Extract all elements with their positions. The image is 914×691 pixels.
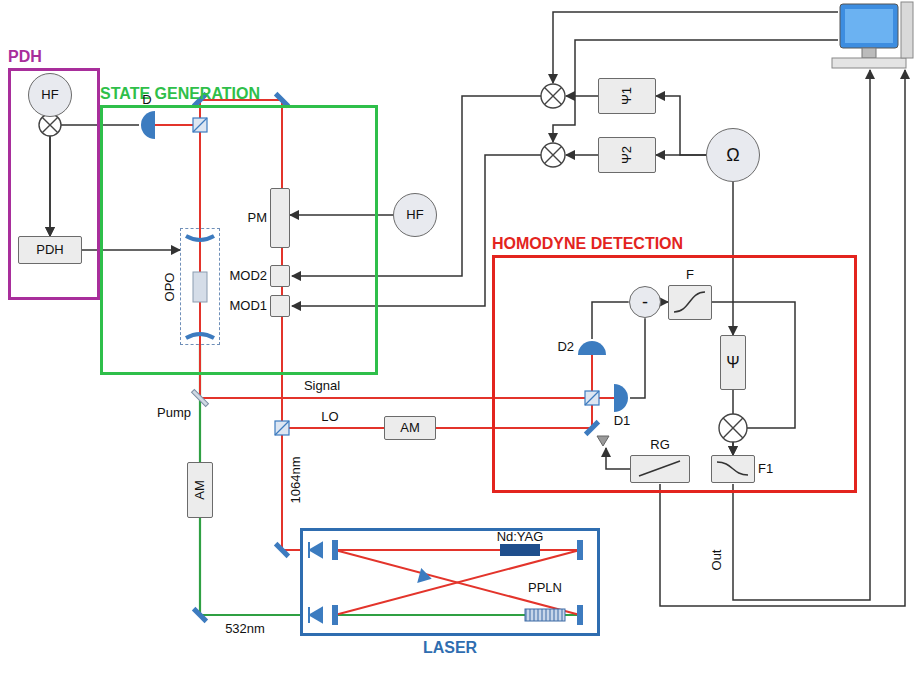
node-label: MOD2 bbox=[229, 269, 267, 284]
signal-wire bbox=[592, 302, 629, 339]
node-label: Ψ2 bbox=[620, 146, 635, 164]
group-heading: LASER bbox=[423, 639, 477, 657]
signal-wire bbox=[50, 125, 139, 236]
group-region: HOMODYNE DETECTIOND2D1-FΨRGF1 bbox=[492, 255, 857, 493]
dichroic-mirror bbox=[192, 390, 209, 407]
shape-outline bbox=[139, 111, 155, 139]
mirror bbox=[192, 92, 600, 625]
signal-wire bbox=[656, 154, 706, 156]
phase-shifter-box: Ψ2 bbox=[598, 137, 656, 173]
computer bbox=[832, 2, 913, 68]
group-heading: STATE GENERATION bbox=[100, 85, 260, 103]
node-label: F bbox=[686, 268, 694, 283]
modulator-box: PM bbox=[270, 188, 290, 248]
node-label: F1 bbox=[758, 462, 773, 477]
shape-outline bbox=[712, 456, 753, 481]
oscillator-circle: Ω bbox=[706, 128, 760, 182]
modulator-box: AM bbox=[187, 462, 213, 518]
node-label: AM bbox=[193, 480, 208, 500]
node-label: Ψ bbox=[726, 353, 739, 371]
modulator-box: AM bbox=[384, 416, 436, 440]
beam-label: PPLN bbox=[528, 581, 562, 596]
laser-crystals bbox=[500, 544, 565, 621]
shape-outline bbox=[631, 456, 688, 481]
beam-label: Out bbox=[710, 550, 725, 571]
node-label: Ω bbox=[726, 145, 739, 166]
signal-wire bbox=[82, 249, 180, 251]
oscillator-circle: HF bbox=[28, 73, 72, 117]
modulator-box: MOD1 bbox=[270, 295, 290, 317]
node-label: D2 bbox=[557, 340, 574, 355]
filter-box: F bbox=[668, 285, 712, 320]
group-heading: PDH bbox=[8, 48, 42, 66]
node-label: D bbox=[142, 93, 151, 108]
group-region: PDHHFPDH bbox=[8, 68, 100, 300]
node-label: Ψ1 bbox=[620, 87, 635, 105]
signal-wire bbox=[292, 12, 905, 606]
group-heading: HOMODYNE DETECTION bbox=[492, 235, 683, 253]
isolator-diode bbox=[309, 542, 431, 623]
node-label: HF bbox=[406, 208, 423, 223]
beam-label: 1064nm bbox=[289, 457, 304, 504]
node-label: MOD1 bbox=[229, 299, 267, 314]
shape-outline bbox=[669, 286, 710, 318]
signal-wire bbox=[656, 96, 706, 155]
piezo bbox=[597, 436, 609, 446]
phase-shifter-box: Ψ1 bbox=[598, 78, 656, 114]
photodetector: D1 bbox=[614, 384, 630, 412]
node-label: AM bbox=[400, 421, 420, 436]
oscillator-circle: HF bbox=[393, 193, 437, 237]
node-label: - bbox=[642, 292, 648, 313]
beam-label: 532nm bbox=[225, 622, 265, 637]
opo-cavity-box: OPO bbox=[180, 228, 220, 345]
shape-outline bbox=[614, 384, 630, 412]
modulator-box: MOD2 bbox=[270, 265, 290, 287]
subtractor-circle: - bbox=[629, 286, 662, 319]
mixer-symbol bbox=[39, 84, 747, 442]
node-label: D1 bbox=[614, 414, 631, 429]
laser-beam bbox=[155, 100, 614, 615]
beam-label: Signal bbox=[304, 379, 340, 394]
photodetector: D2 bbox=[578, 339, 606, 355]
signal-wire bbox=[712, 302, 795, 455]
node-label: HF bbox=[41, 88, 58, 103]
beam-label: Pump bbox=[157, 406, 191, 421]
opo-cavity bbox=[186, 236, 214, 338]
shape-outline bbox=[578, 339, 606, 355]
group-region: STATE GENERATIONPMMOD2MOD1OPOD bbox=[100, 105, 378, 375]
pump-beam bbox=[200, 345, 580, 615]
node-label: OPO bbox=[163, 272, 178, 301]
signal-wire bbox=[661, 301, 668, 303]
beam-label: LO bbox=[321, 410, 338, 425]
node-label: RG bbox=[650, 438, 670, 453]
beam-label: Nd:YAG bbox=[497, 530, 544, 545]
signal-wire bbox=[732, 182, 734, 335]
signal-wire bbox=[630, 318, 645, 398]
filter-box: F1 bbox=[711, 455, 755, 483]
node-label: PM bbox=[248, 211, 268, 226]
photodetector: D bbox=[139, 111, 155, 139]
ramp-generator-box: RG bbox=[630, 455, 690, 483]
phase-shifter-box: Ψ bbox=[720, 335, 746, 390]
process-box: PDH bbox=[18, 236, 82, 264]
node-label: PDH bbox=[36, 243, 63, 258]
